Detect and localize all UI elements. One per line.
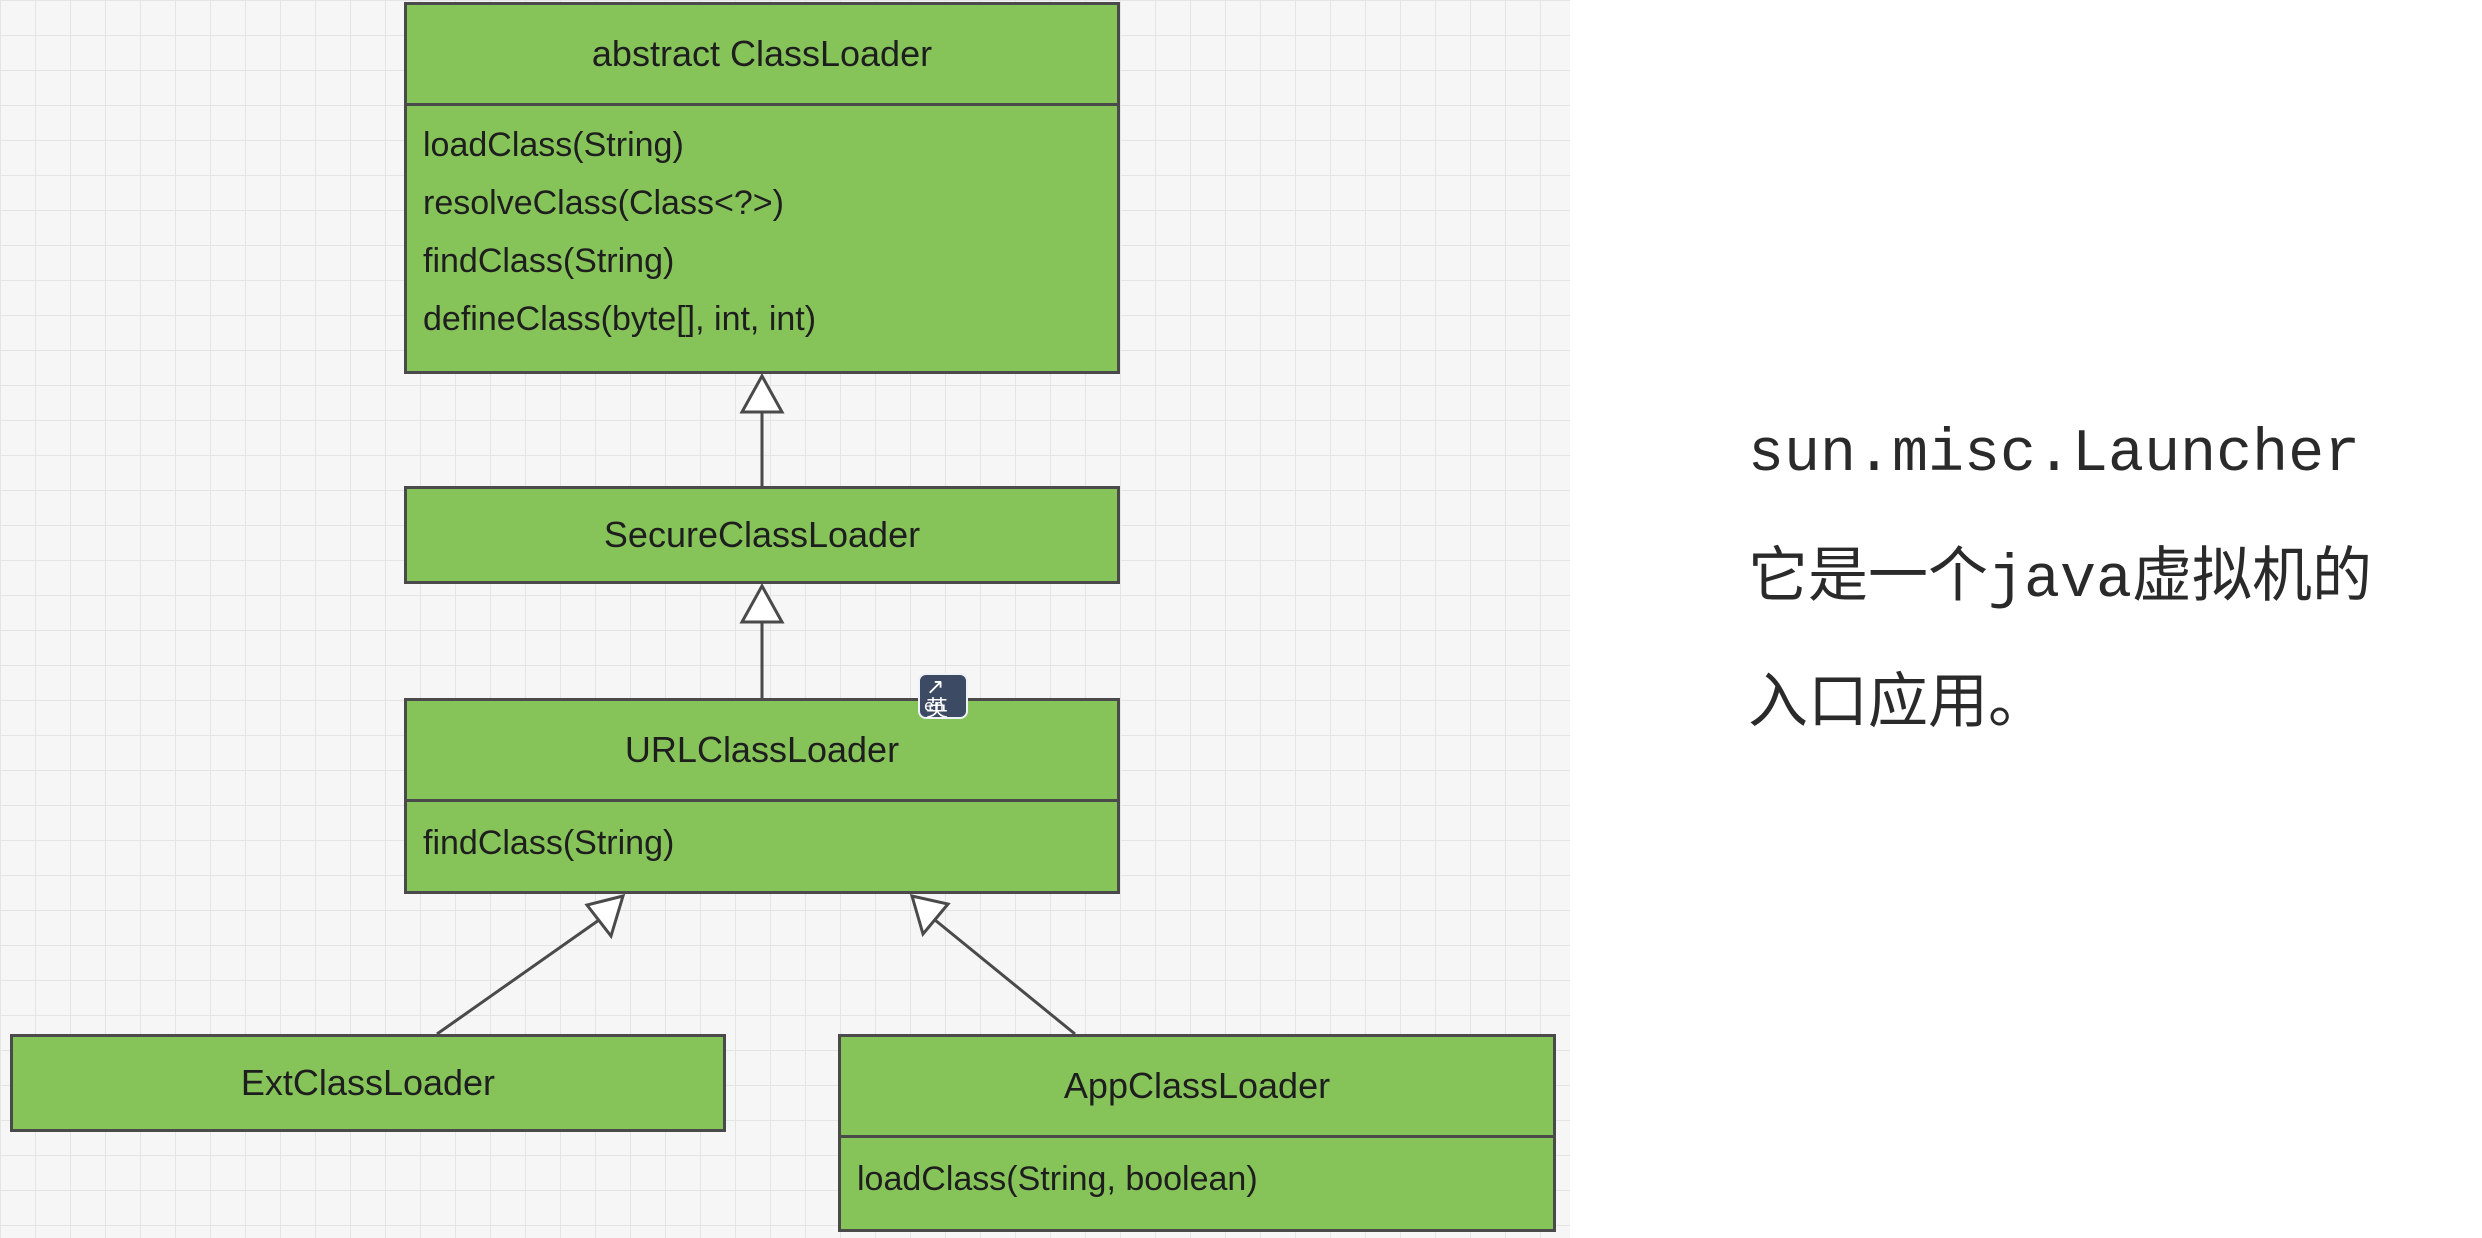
class-box-classloader[interactable]: abstract ClassLoader loadClass(String) r…	[404, 2, 1120, 374]
class-name-appclassloader: AppClassLoader	[1063, 1065, 1331, 1106]
inheritance-line-ext-to-url	[436, 918, 600, 1036]
class-box-urlclassloader[interactable]: URLClassLoader findClass(String)	[404, 698, 1120, 894]
class-name-extclassloader: ExtClassLoader	[240, 1062, 496, 1103]
method-loadclass-boolean: loadClass(String, boolean)	[857, 1160, 1258, 1198]
class-box-appclassloader[interactable]: AppClassLoader loadClass(String, boolean…	[838, 1034, 1556, 1232]
class-methods-appclassloader: loadClass(String, boolean)	[841, 1135, 1553, 1218]
inheritance-arrow-secure	[739, 582, 785, 624]
method-defineclass: defineClass(byte[], int, int)	[423, 300, 817, 338]
method-findclass: findClass(String)	[423, 242, 675, 280]
translate-icon[interactable]: ↗英 en	[918, 673, 968, 719]
launcher-note: sun.misc.Launcher 它是一个java虚拟机的 入口应用。	[1748, 392, 2468, 770]
class-methods-urlclassloader: findClass(String)	[407, 799, 1117, 882]
inheritance-arrow-url-right	[909, 893, 951, 938]
inheritance-arrow-url-left	[584, 893, 626, 940]
method-findclass: findClass(String)	[423, 824, 675, 862]
method-loadclass: loadClass(String)	[423, 126, 684, 164]
note-line-3: 入口应用。	[1748, 673, 2048, 741]
class-name-classloader: abstract ClassLoader	[591, 33, 933, 74]
class-box-extclassloader[interactable]: ExtClassLoader	[10, 1034, 726, 1132]
inheritance-connectors	[436, 372, 1076, 1036]
class-methods-classloader: loadClass(String) resolveClass(Class<?>)…	[407, 103, 1117, 358]
translate-glyph-top: ↗英	[926, 675, 949, 719]
inheritance-line-app-to-url	[934, 918, 1076, 1036]
class-name-secureclassloader: SecureClassLoader	[603, 514, 921, 555]
inheritance-arrow-classloader	[739, 372, 785, 414]
method-resolveclass: resolveClass(Class<?>)	[423, 184, 784, 222]
class-box-secureclassloader[interactable]: SecureClassLoader	[404, 486, 1120, 584]
note-line-2: 它是一个java虚拟机的	[1748, 547, 2373, 615]
translate-glyph-bottom: en	[924, 696, 944, 715]
class-name-urlclassloader: URLClassLoader	[624, 729, 900, 770]
note-line-1: sun.misc.Launcher	[1748, 421, 2361, 489]
